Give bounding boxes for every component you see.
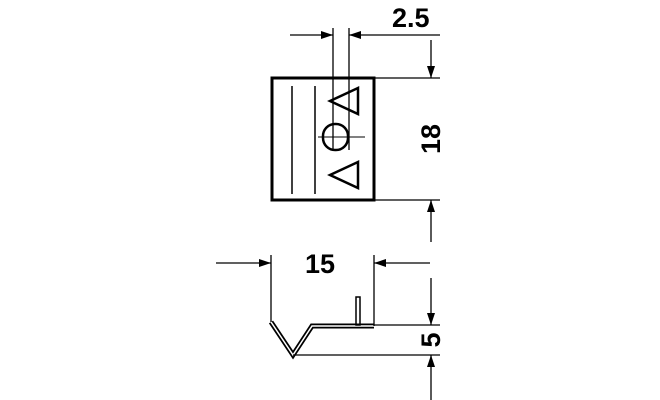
top-view (270, 28, 440, 242)
dimension-width: 15 (305, 249, 335, 279)
dimension-height: 18 (416, 124, 446, 154)
side-view (216, 255, 440, 400)
clip-outline (270, 76, 376, 202)
profile-tab (355, 296, 361, 326)
triangle-mark-top (327, 86, 360, 116)
profile-outer (268, 320, 374, 360)
dimension-slot-width: 2.5 (392, 3, 430, 33)
dimension-depth: 5 (416, 332, 446, 347)
triangle-mark-bottom (327, 160, 360, 190)
